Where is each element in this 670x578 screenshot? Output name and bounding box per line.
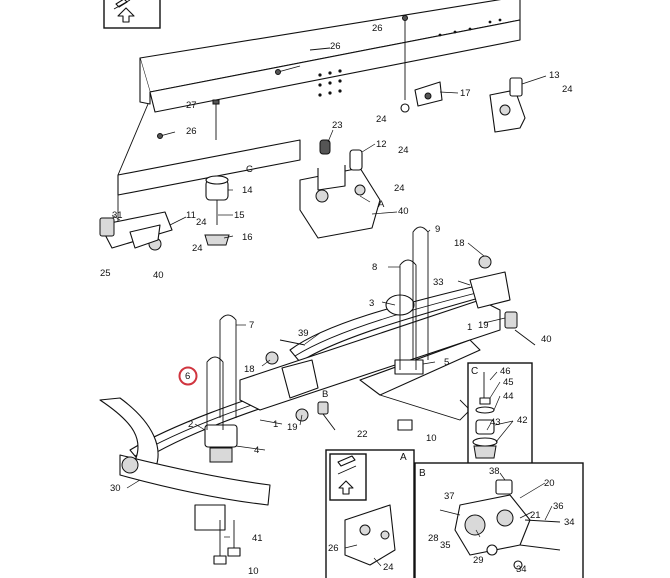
callout-2: 2 bbox=[188, 419, 193, 430]
callout-19: 19 bbox=[478, 320, 489, 331]
callout-25: 25 bbox=[100, 268, 111, 279]
callout-33: 33 bbox=[433, 277, 444, 288]
rear-shackle bbox=[489, 77, 526, 133]
callout-38: 38 bbox=[489, 466, 500, 477]
callout-20: 20 bbox=[544, 478, 555, 489]
rear-shackle-assembly bbox=[469, 255, 536, 346]
callout-30: 30 bbox=[110, 483, 121, 494]
callout-27: 27 bbox=[186, 100, 197, 111]
callout-43: 43 bbox=[490, 417, 501, 428]
callout-13: 13 bbox=[549, 70, 560, 81]
detail-c bbox=[467, 362, 533, 468]
callout-1: 1 bbox=[467, 322, 472, 333]
callout-c: C bbox=[246, 164, 253, 175]
callout-37: 37 bbox=[444, 491, 455, 502]
callout-18: 18 bbox=[244, 364, 255, 375]
callout-10: 10 bbox=[426, 433, 437, 444]
detail-b bbox=[414, 462, 584, 578]
callout-35: 35 bbox=[440, 540, 451, 551]
callout-36: 36 bbox=[553, 501, 564, 512]
callout-8: 8 bbox=[372, 262, 377, 273]
callout-40: 40 bbox=[541, 334, 552, 345]
callout-26: 26 bbox=[330, 41, 341, 52]
callout-31: 31 bbox=[112, 210, 123, 221]
callout-26: 26 bbox=[186, 126, 197, 137]
bump-stop-bracket bbox=[414, 81, 443, 107]
callout-22: 22 bbox=[357, 429, 368, 440]
callout-7: 7 bbox=[249, 320, 254, 331]
callout-39: 39 bbox=[298, 328, 309, 339]
callout-11: 11 bbox=[186, 210, 196, 221]
callout-24: 24 bbox=[398, 145, 409, 156]
callout-3: 3 bbox=[369, 298, 374, 309]
callout-a: A bbox=[378, 199, 385, 210]
callout-15: 15 bbox=[234, 210, 245, 221]
callout-10: 10 bbox=[248, 566, 259, 577]
callout-12: 12 bbox=[376, 139, 387, 150]
callout-41: 41 bbox=[252, 533, 263, 544]
detail-c-label: C bbox=[471, 366, 478, 377]
callout-24: 24 bbox=[196, 217, 207, 228]
icon-box[interactable] bbox=[103, 0, 161, 29]
detail-b-label: B bbox=[419, 468, 426, 479]
bolts bbox=[157, 15, 410, 140]
callout-1: 1 bbox=[273, 419, 278, 430]
callout-b: B bbox=[322, 389, 328, 400]
callout-16: 16 bbox=[242, 232, 253, 243]
callout-18: 18 bbox=[454, 238, 465, 249]
highlight-marker[interactable] bbox=[178, 366, 198, 386]
callout-24: 24 bbox=[383, 562, 394, 573]
callout-24: 24 bbox=[394, 183, 405, 194]
callout-42: 42 bbox=[517, 415, 528, 426]
callout-29: 29 bbox=[473, 555, 484, 566]
callout-9: 9 bbox=[435, 224, 440, 235]
edit-icon bbox=[113, 0, 131, 10]
callout-40: 40 bbox=[153, 270, 164, 281]
up-arrow-icon bbox=[117, 7, 135, 23]
bump-stop bbox=[204, 175, 230, 246]
front-spring-hanger bbox=[99, 211, 173, 251]
callout-28: 28 bbox=[428, 533, 439, 544]
callout-14: 14 bbox=[242, 185, 253, 196]
callout-40: 40 bbox=[398, 206, 409, 217]
detail-a-label: A bbox=[400, 452, 407, 463]
callout-26: 26 bbox=[328, 543, 339, 554]
callout-4: 4 bbox=[254, 445, 259, 456]
front-hanger-bracket bbox=[299, 139, 381, 239]
frame-rail bbox=[117, 0, 521, 240]
callout-24: 24 bbox=[376, 114, 387, 125]
front-axle bbox=[99, 397, 271, 531]
callout-44: 44 bbox=[503, 391, 514, 402]
callout-6: 6 bbox=[185, 371, 190, 382]
callout-26: 26 bbox=[372, 23, 383, 34]
leader-lines bbox=[111, 75, 547, 538]
callout-24: 24 bbox=[562, 84, 573, 95]
callout-46: 46 bbox=[500, 366, 511, 377]
callout-21: 21 bbox=[530, 510, 541, 521]
callout-23: 23 bbox=[332, 120, 343, 131]
callout-34: 34 bbox=[564, 517, 575, 528]
callout-5: 5 bbox=[444, 357, 449, 368]
callout-34: 34 bbox=[516, 564, 527, 575]
callout-19: 19 bbox=[287, 422, 298, 433]
callout-45: 45 bbox=[503, 377, 514, 388]
callout-labels: 1 1 2 3 4 5 6 7 8 9 10 10 11 12 13 14 15… bbox=[100, 23, 575, 577]
detail-a bbox=[325, 449, 415, 578]
callout-17: 17 bbox=[460, 88, 471, 99]
callout-24: 24 bbox=[192, 243, 203, 254]
